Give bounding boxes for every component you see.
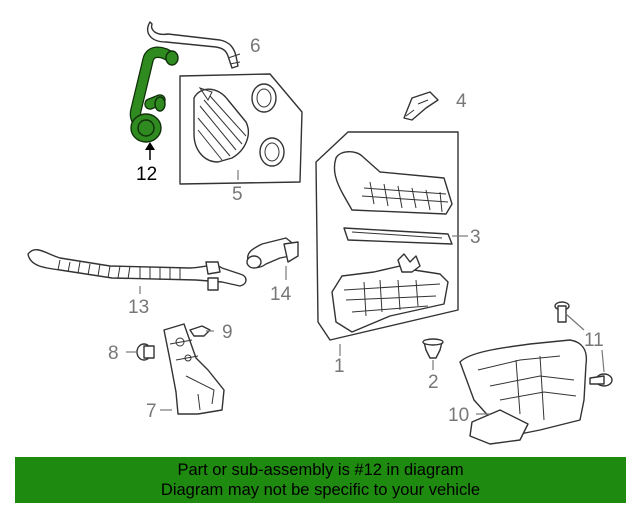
- callout-label-9[interactable]: 9: [222, 322, 233, 343]
- parts-diagram: 1 2 3 4 5 6 7 8 9 10 11 12 13 14: [27, 21, 613, 445]
- callout-label-6[interactable]: 6: [250, 36, 261, 57]
- part-4-sensor[interactable]: [403, 91, 439, 121]
- banner-line-disclaimer: Diagram may not be specific to your vehi…: [160, 481, 481, 499]
- callout-labels: 1 2 3 4 5 6 7 8 9 10 11 12 13 14: [108, 36, 604, 426]
- callout-label-13[interactable]: 13: [128, 297, 149, 318]
- callout-label-7[interactable]: 7: [146, 401, 157, 422]
- part-9-push-pin[interactable]: [189, 325, 214, 337]
- part-6-breather-tube[interactable]: [147, 21, 241, 69]
- callout-label-11[interactable]: 11: [584, 330, 604, 351]
- callout-label-3[interactable]: 3: [470, 227, 481, 248]
- part-5-air-duct[interactable]: [179, 73, 303, 185]
- part-14-elbow-hose[interactable]: [246, 237, 299, 280]
- part-11-fasteners[interactable]: [554, 301, 613, 387]
- part-7-bracket[interactable]: [160, 323, 225, 415]
- callout-label-10[interactable]: 10: [448, 405, 469, 426]
- callout-label-12[interactable]: 12: [136, 164, 157, 185]
- callout-label-14[interactable]: 14: [270, 284, 292, 305]
- part-13-hose[interactable]: [27, 249, 247, 294]
- callout-label-1[interactable]: 1: [334, 356, 345, 377]
- callout-label-4[interactable]: 4: [456, 91, 467, 112]
- part-12-ventilation-hose[interactable]: [129, 46, 179, 143]
- part-1-air-cleaner-assembly[interactable]: [315, 131, 459, 356]
- part-8-clip[interactable]: [126, 343, 155, 361]
- callout-label-2[interactable]: 2: [428, 372, 439, 393]
- part-2-grommet[interactable]: [422, 338, 444, 370]
- callout-label-8[interactable]: 8: [108, 343, 119, 364]
- part-10-lower-shield[interactable]: [459, 339, 588, 445]
- callout-12-arrow: [145, 142, 155, 160]
- banner-line-part-reference: Part or sub-assembly is #12 in diagram: [177, 461, 464, 479]
- info-banner: Part or sub-assembly is #12 in diagram D…: [15, 457, 626, 503]
- callout-label-5[interactable]: 5: [232, 184, 243, 205]
